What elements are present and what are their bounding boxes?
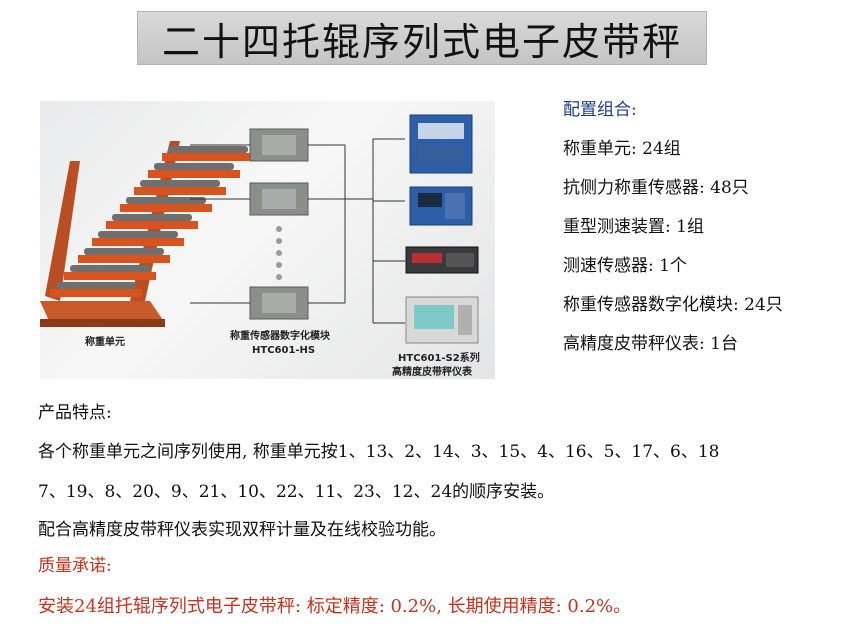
features-line-2: 7、19、8、20、9、21、10、22、11、23、12、24的顺序安装。 xyxy=(38,482,555,502)
module-column xyxy=(249,128,309,320)
idler-frame-bar xyxy=(106,221,198,229)
digital-module-2 xyxy=(249,182,309,216)
instrument-panel-3 xyxy=(405,246,479,274)
instrument-panel-4 xyxy=(405,296,479,344)
idler-roller xyxy=(154,163,234,170)
system-diagram: 称重单元 称重传感器数字化模块 HTC601-HS HTC601-S2系列 高精… xyxy=(40,101,495,379)
idler-frame-bar xyxy=(50,289,142,297)
idler-roller xyxy=(70,265,150,272)
idler-roller xyxy=(84,248,164,255)
digital-module-1 xyxy=(249,128,309,162)
title-banner: 二十四托辊序列式电子皮带秤 xyxy=(137,11,707,65)
idler-frame-bar xyxy=(78,255,170,263)
idler-roller xyxy=(126,197,206,204)
idler-roller xyxy=(98,231,178,238)
idler-roller xyxy=(168,146,248,153)
weighing-unit-stack xyxy=(40,141,254,327)
quality-heading: 质量承诺: xyxy=(38,556,112,576)
diagram-graphic xyxy=(40,114,479,344)
instrument-panel-2 xyxy=(409,186,473,226)
idler-frame-bar xyxy=(92,238,184,246)
idler-frame-bar xyxy=(162,153,254,161)
page-title: 二十四托辊序列式电子皮带秤 xyxy=(161,19,682,64)
config-panel: 配置组合: 称重单元: 24组 抗侧力称重传感器: 48只 重型测速装置: 1组… xyxy=(563,95,783,368)
config-item: 重型测速装置: 1组 xyxy=(563,217,704,237)
idler-frame-bar xyxy=(134,187,226,195)
idler-frame-bar xyxy=(64,272,156,280)
digital-module-24 xyxy=(249,286,309,320)
features-heading: 产品特点: xyxy=(38,403,112,423)
idler-roller xyxy=(56,282,136,289)
config-item: 称重单元: 24组 xyxy=(563,139,681,159)
config-item: 高精度皮带秤仪表: 1台 xyxy=(563,334,738,354)
idler-rollers xyxy=(50,146,254,297)
idler-frame-bar xyxy=(148,170,240,178)
module-model-label: HTC601-HS xyxy=(252,345,316,356)
features-line-3: 配合高精度皮带秤仪表实现双秤计量及在线校验功能。 xyxy=(38,520,446,540)
instrument-panel-1 xyxy=(409,114,473,174)
continuation-dots xyxy=(276,226,282,280)
weighing-unit-label: 称重单元 xyxy=(85,337,125,348)
features-line-1: 各个称重单元之间序列使用, 称重单元按1、13、2、14、3、15、4、16、5… xyxy=(38,442,720,462)
connection-lines xyxy=(190,138,405,324)
config-item: 称重传感器数字化模块: 24只 xyxy=(563,295,783,315)
quality-statement: 安装24组托辊序列式电子皮带秤: 标定精度: 0.2%, 长期使用精度: 0.2… xyxy=(38,596,632,617)
idler-roller xyxy=(112,214,192,221)
instrument-label: 高精度皮带秤仪表 xyxy=(392,367,472,378)
module-label: 称重传感器数字化模块 xyxy=(230,331,330,342)
config-item: 抗侧力称重传感器: 48只 xyxy=(563,178,749,198)
idler-roller xyxy=(140,180,220,187)
idler-frame-bar xyxy=(120,204,212,212)
config-heading: 配置组合: xyxy=(563,100,637,120)
instrument-model-label: HTC601-S2系列 xyxy=(398,353,480,364)
config-item: 测速传感器: 1个 xyxy=(563,256,687,276)
